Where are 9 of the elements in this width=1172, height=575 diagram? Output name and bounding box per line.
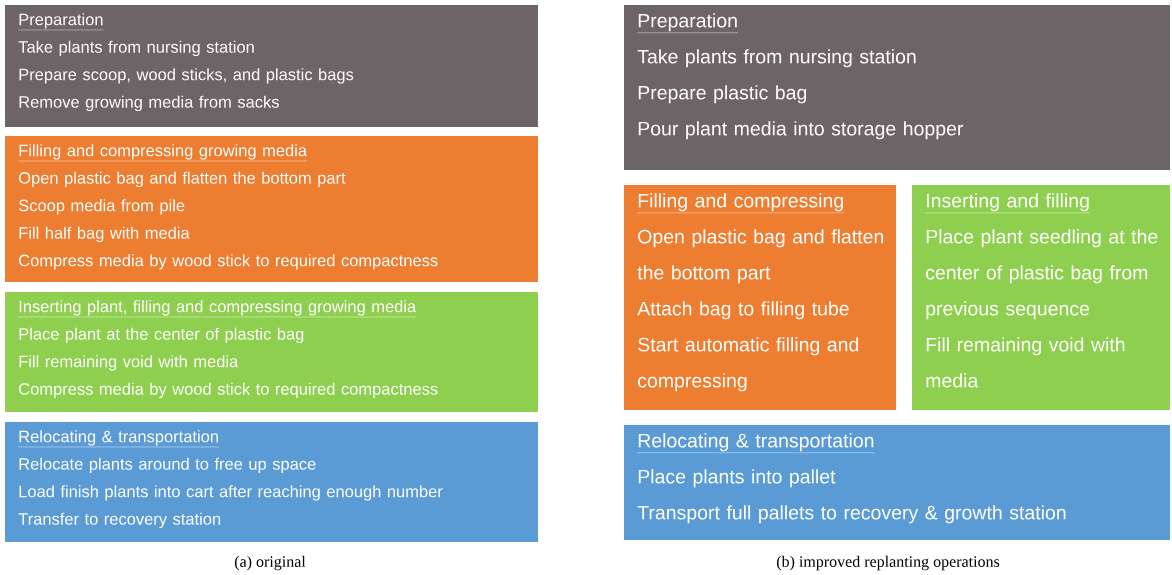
- caption: (b) improved replanting operations: [776, 555, 1000, 571]
- step-box: Relocating & transportation Place plants into pallet Transport full pallets to recovery & growth station: [624, 425, 1170, 540]
- step-box: Relocating & transportation Relocate plants around to free up space Load finish plants into cart after reaching enough number Transfer to recovery station: [5, 422, 538, 542]
- step-box: Inserting and filling Place plant seedling at the center of plastic bag from previous sequence Fill remaining void with media: [912, 185, 1170, 410]
- step-box: Preparation Take plants from nursing station Prepare scoop, wood sticks, and plastic bags Remove growing media from sacks: [5, 5, 538, 127]
- step-box: Filling and compressing growing media Open plastic bag and flatten the bottom part Scoop media from pile Fill half bag with media Compress media by wood stick to required compactness: [5, 136, 538, 282]
- step-box: Filling and compressing Open plastic bag and flatten the bottom part Attach bag to filling tube Start automatic filling and compressing: [624, 185, 896, 410]
- step-box: Inserting plant, filling and compressing growing media Place plant at the center of plastic bag Fill remaining void with media Compress media by wood stick to required compactness: [5, 292, 538, 412]
- step-box: Preparation Take plants from nursing station Prepare plastic bag Pour plant media into storage hopper: [624, 5, 1170, 170]
